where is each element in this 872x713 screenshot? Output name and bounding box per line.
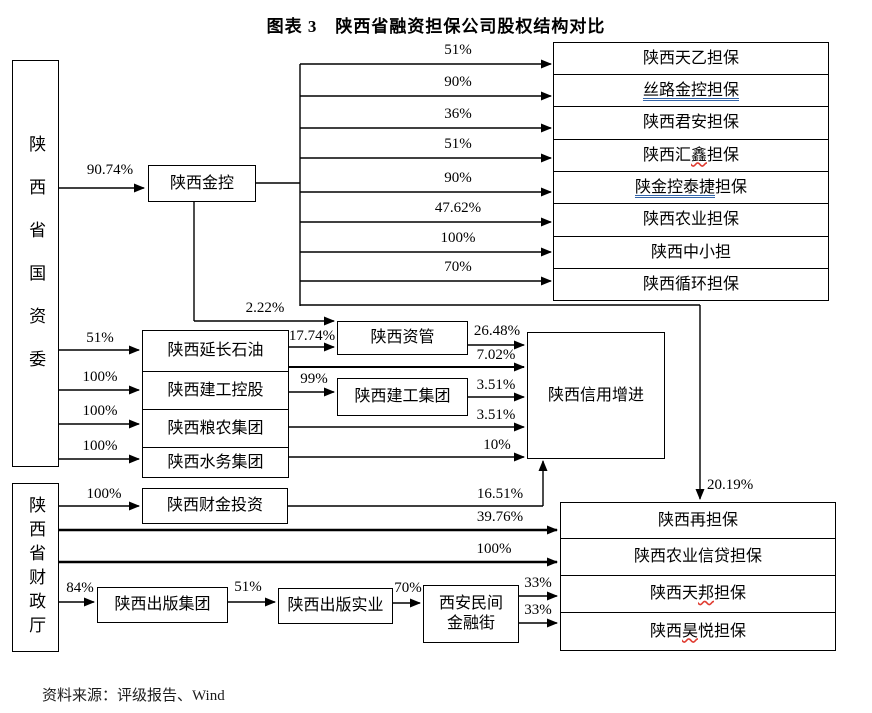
- edge-label-mof-chuban: 84%: [66, 580, 94, 596]
- node-label: 陕西君安担保: [642, 114, 739, 131]
- node-label-line2: 金融街: [446, 615, 495, 632]
- node-label: 陕西资管: [370, 329, 435, 346]
- edge-label-jituan-xinyong: 3.51%: [476, 377, 516, 393]
- edge-label-sasac-jinkong: 90.74%: [86, 162, 134, 178]
- node-nongye-danbao: 陕西农业担保: [553, 203, 829, 237]
- node-label: 陕西财金投资: [166, 497, 263, 514]
- node-label-line1: 西安民间: [438, 595, 503, 612]
- node-shaanxi-jinkong: 陕西金控: [148, 165, 256, 202]
- node-shanjinkong-taijie-danbao: 陕金控泰捷担保: [553, 171, 829, 204]
- node-label: 陕西省财政厅: [26, 495, 46, 640]
- node-label-part: 陕西天: [649, 585, 698, 602]
- node-label-spellcheck: 鑫: [690, 146, 707, 164]
- node-label-part: 悦担保: [698, 622, 747, 640]
- node-shaanxi-finance-dept: 陕西省财政厅: [12, 483, 59, 652]
- node-label-spellcheck: 邦: [697, 585, 714, 602]
- node-huixin-danbao: 陕西汇鑫担保: [553, 139, 829, 172]
- node-silu-jinkong-danbao: 丝路金控担保: [553, 74, 829, 107]
- edge-label-ziguan-xinyong: 26.48%: [473, 323, 521, 339]
- node-label-hyperlinked: 陕金控泰捷: [634, 178, 715, 196]
- node-tianyi-danbao: 陕西天乙担保: [553, 42, 829, 75]
- edge-label-sasac-liangnong: 100%: [82, 403, 118, 419]
- node-shaanxi-sasac: 陕西省国资委: [12, 60, 59, 467]
- node-label: 陕西金控: [169, 174, 234, 192]
- node-tianbang-danbao: 陕西天邦担保: [560, 575, 836, 613]
- edge-label-minjian-haoyue: 33%: [524, 602, 552, 618]
- node-label: 陕西中小担: [650, 243, 731, 261]
- node-label-hyperlinked: 丝路金控担保: [642, 81, 739, 99]
- source-note: 资料来源：评级报告、Wind: [42, 688, 225, 704]
- edge-label-konggu-jituan: 99%: [300, 371, 328, 387]
- edge-label-mof-nongye-xindai: 100%: [476, 541, 512, 557]
- node-label-part: 担保: [714, 585, 747, 602]
- node-zhongxiaodan: 陕西中小担: [553, 236, 829, 269]
- edge-label-mof-zaidanbao: 39.76%: [476, 509, 524, 525]
- node-label: 陕西粮农集团: [167, 419, 264, 437]
- node-chuban-shiye: 陕西出版实业: [278, 588, 393, 624]
- node-caijin-touzi: 陕西财金投资: [142, 488, 288, 524]
- node-label: 陕西天乙担保: [642, 49, 739, 67]
- node-label: 陕西建工控股: [167, 381, 264, 399]
- edge-label-jinkong-xunhuan: 70%: [444, 259, 472, 275]
- node-xian-minjian-jinrongjie: 西安民间 金融街: [423, 585, 519, 643]
- node-haoyue-danbao: 陕西昊悦担保: [560, 612, 836, 651]
- node-label: 陕西出版实业: [287, 597, 384, 614]
- edge-label-mof-caijin: 100%: [86, 486, 122, 502]
- node-label-part: 担保: [715, 178, 748, 196]
- edge-label-jinkong-nongye: 47.62%: [434, 200, 482, 216]
- edge-label-caijin-xinyong: 16.51%: [476, 486, 524, 502]
- node-shuiwu-jituan: 陕西水务集团: [142, 447, 289, 478]
- node-label-part: 陕西: [649, 622, 682, 640]
- edge-label-jinkong-ziguan: 2.22%: [245, 300, 285, 316]
- node-ziguan: 陕西资管: [337, 321, 468, 355]
- node-jiangong-jituan: 陕西建工集团: [337, 378, 468, 416]
- node-label: 陕西信用增进: [547, 386, 644, 404]
- node-label: 陕西水务集团: [167, 453, 264, 471]
- node-xinyong-zengjin: 陕西信用增进: [527, 332, 665, 459]
- node-jiangong-konggu: 陕西建工控股: [142, 371, 289, 410]
- node-zaidanbao: 陕西再担保: [560, 502, 836, 539]
- edge-label-jinkong-tianyi: 51%: [444, 42, 472, 58]
- node-label: 陕西农业担保: [642, 211, 739, 228]
- node-label-part: 担保: [707, 146, 740, 164]
- edge-label-jinkong-silu: 90%: [444, 74, 472, 90]
- node-label-spellcheck: 昊: [681, 622, 698, 640]
- edge-label-shuiwu-xinyong: 10%: [483, 437, 511, 453]
- edge-label-yanchang-ziguan: 17.74%: [288, 328, 336, 344]
- edge-label-sasac-jiangong: 100%: [82, 369, 118, 385]
- edge-label-jinkong-zhongxiaodan: 100%: [440, 230, 476, 246]
- node-liangnong-jituan: 陕西粮农集团: [142, 409, 289, 448]
- node-label: 陕西再担保: [657, 511, 738, 529]
- edge-label-liangnong-xinyong: 3.51%: [476, 407, 516, 423]
- node-label: 陕西延长石油: [167, 342, 264, 359]
- node-junan-danbao: 陕西君安担保: [553, 106, 829, 140]
- node-nongye-xindai-danbao: 陕西农业信贷担保: [560, 538, 836, 576]
- node-yanchang-shiyou: 陕西延长石油: [142, 330, 289, 372]
- node-xunhuan-danbao: 陕西循环担保: [553, 268, 829, 301]
- edge-label-yanchang-xinyong: 7.02%: [476, 347, 516, 363]
- edge-label-jinkong-huixin: 51%: [444, 136, 472, 152]
- node-label: 陕西省国资委: [26, 134, 46, 393]
- edge-label-shiye-minjian: 70%: [394, 580, 422, 596]
- edge-label-sasac-yanchang: 51%: [86, 330, 114, 346]
- diagram-title: 图表 3 陕西省融资担保公司股权结构对比: [266, 17, 606, 36]
- edge-label-chuban-shiye: 51%: [234, 579, 262, 595]
- node-chuban-jituan: 陕西出版集团: [97, 587, 228, 623]
- edge-label-minjian-tianbang: 33%: [524, 575, 552, 591]
- edge-label-jinkong-junan: 36%: [444, 106, 472, 122]
- edge-label-jinkong-zaidanbao: 20.19%: [707, 477, 754, 493]
- node-label: 陕西农业信贷担保: [633, 548, 762, 565]
- node-label: 陕西出版集团: [114, 596, 211, 613]
- node-label: 陕西建工集团: [354, 388, 451, 405]
- node-label-part: 陕西汇: [642, 146, 691, 164]
- edge-label-jinkong-taijie: 90%: [444, 170, 472, 186]
- node-label: 陕西循环担保: [642, 275, 739, 293]
- edge-label-sasac-shuiwu: 100%: [82, 438, 118, 454]
